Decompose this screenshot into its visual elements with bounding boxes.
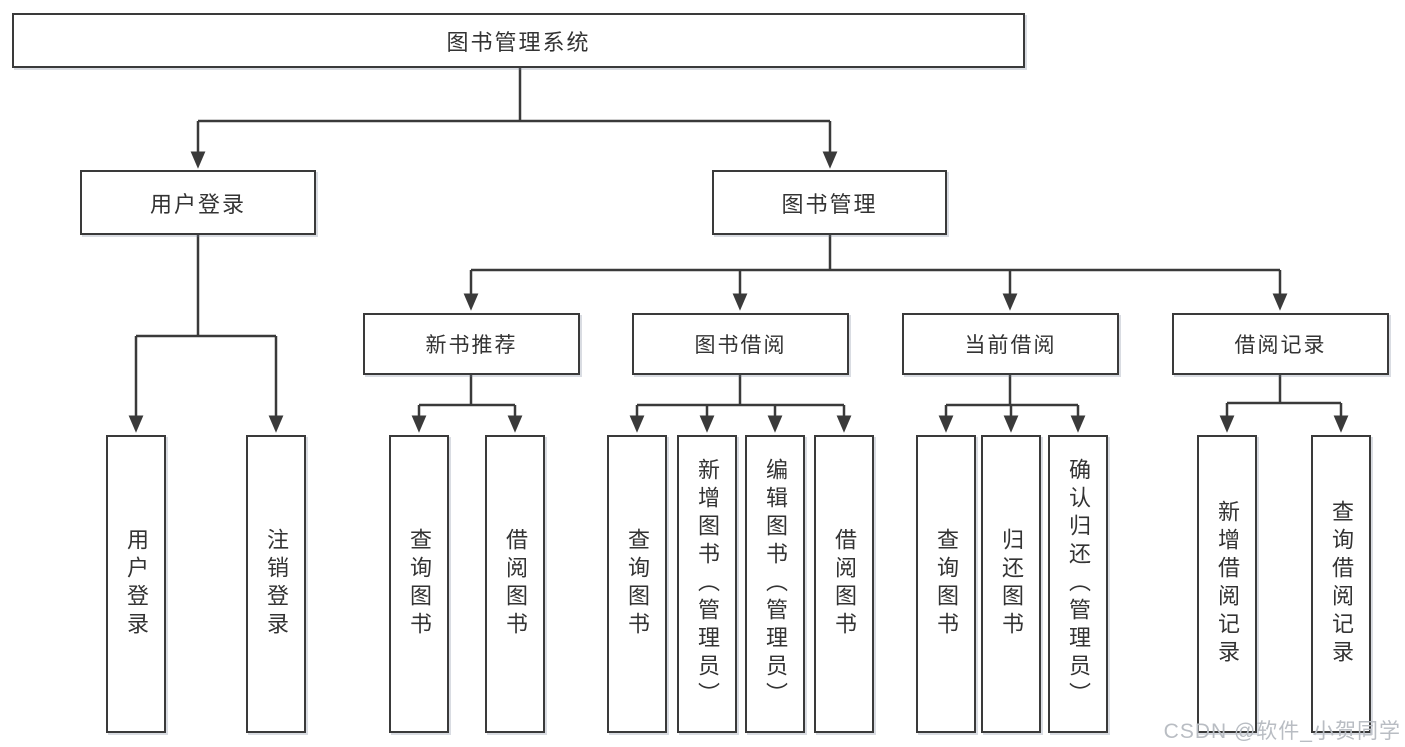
- leaf-user-login: 用户登录: [106, 435, 166, 733]
- leaf-query-borrow-record: 查询借阅记录: [1311, 435, 1371, 733]
- leaf-add-books-admin: 新增图书（管理员）: [677, 435, 737, 733]
- node-new-book-recommend: 新书推荐: [363, 313, 580, 375]
- leaf-edit-books-admin: 编辑图书（管理员）: [745, 435, 805, 733]
- leaf-borrow-books-recommend: 借阅图书: [485, 435, 545, 733]
- leaf-return-books: 归还图书: [981, 435, 1041, 733]
- leaf-add-borrow-record: 新增借阅记录: [1197, 435, 1257, 733]
- node-library-management-system: 图书管理系统: [12, 13, 1025, 68]
- node-user-login: 用户登录: [80, 170, 316, 235]
- connector-bus-lines: [136, 68, 1341, 407]
- leaf-query-books-borrowing: 查询图书: [607, 435, 667, 733]
- node-book-management: 图书管理: [712, 170, 947, 235]
- node-borrow-records: 借阅记录: [1172, 313, 1389, 375]
- leaf-query-books-current: 查询图书: [916, 435, 976, 733]
- csdn-watermark: CSDN @软件_小贺同学: [1163, 720, 1401, 743]
- node-book-borrowing: 图书借阅: [632, 313, 849, 375]
- leaf-borrow-books-borrowing: 借阅图书: [814, 435, 874, 733]
- leaf-logout: 注销登录: [246, 435, 306, 733]
- node-current-borrowing: 当前借阅: [902, 313, 1119, 375]
- leaf-query-books-recommend: 查询图书: [389, 435, 449, 733]
- leaf-confirm-return-admin: 确认归还（管理员）: [1048, 435, 1108, 733]
